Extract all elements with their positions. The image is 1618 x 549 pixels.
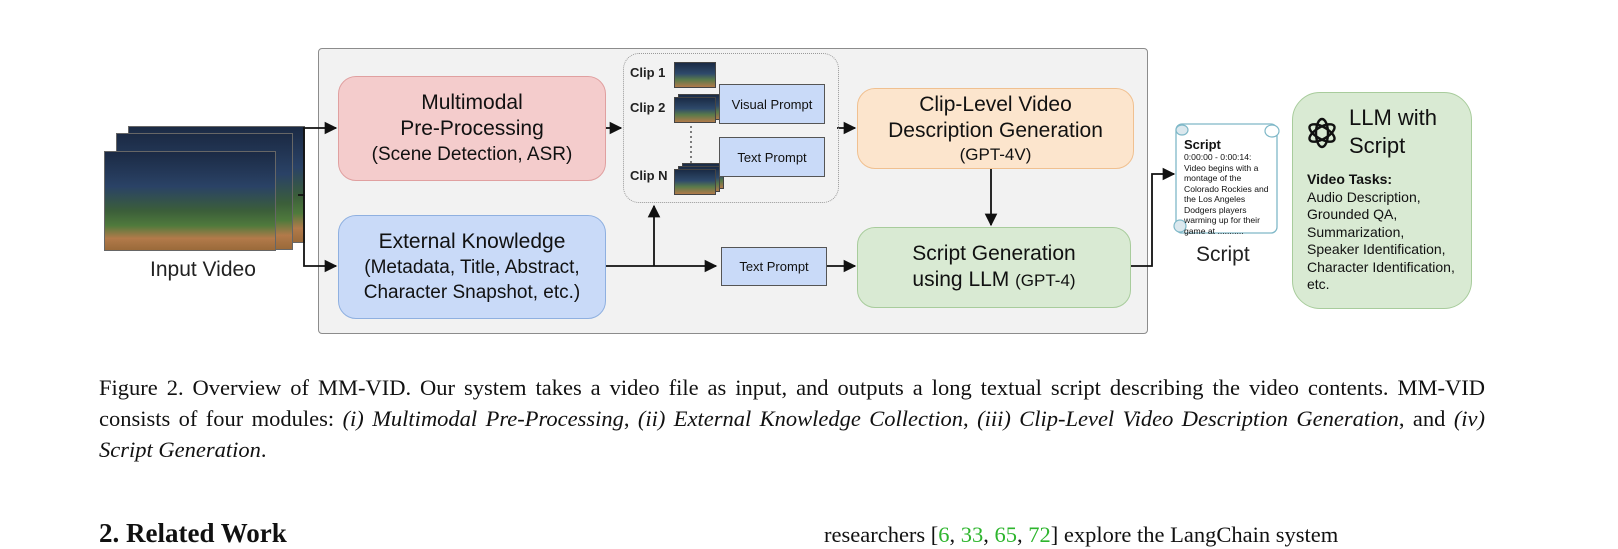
right-column-text: researchers [6, 33, 65, 72] explore the …: [824, 522, 1339, 547]
caption-smallcaps-1: ID: [381, 375, 406, 400]
caption-smallcaps-2: ID: [1461, 375, 1485, 400]
citation-link[interactable]: 72: [1028, 522, 1051, 547]
task-item: Character Identification,: [1307, 258, 1455, 275]
external-knowledge-box: External Knowledge (Metadata, Title, Abs…: [338, 215, 606, 319]
caption-sep: ,: [623, 406, 638, 431]
script-gen-line1: Script Generation: [912, 242, 1076, 265]
script-gen-line2-main: using LLM: [912, 268, 1010, 291]
task-item: Summarization,: [1307, 223, 1405, 240]
input-video-stack: [104, 126, 305, 251]
figure-caption: Figure 2. Overview of MM-VID. Our system…: [99, 372, 1485, 465]
script-doc-body: 0:00:00 - 0:00:14: Video begins with a m…: [1184, 152, 1269, 236]
task-item: Grounded QA,: [1307, 206, 1398, 222]
caption-module-4: (iv) Script Generation: [99, 406, 1486, 462]
external-line3: Character Snapshot, etc.): [363, 282, 581, 303]
clip-2-thumbnail: [674, 97, 716, 123]
connector-arrows: [298, 121, 1176, 273]
input-video-label: Input Video: [150, 258, 256, 281]
caption-module-1: (i) Multimodal Pre-Processing: [342, 406, 624, 431]
clip-level-line2: Description Generation: [888, 118, 1103, 142]
caption-text-1: . Our system takes a video file as input…: [405, 375, 1462, 400]
caption-text-2: consists of four modules:: [99, 406, 343, 431]
multimodal-line1: Multimodal: [421, 91, 523, 114]
right-text-prefix: researchers [: [824, 522, 939, 547]
external-line2: (Metadata, Title, Abstract,: [364, 257, 580, 278]
text-prompt-box-upper: Text Prompt: [719, 137, 825, 177]
scroll-icon: [1173, 123, 1280, 234]
clip-region: [623, 53, 839, 203]
caption-sep: , and: [1398, 406, 1454, 431]
video-tasks-heading: Video Tasks:: [1307, 171, 1393, 187]
multimodal-line2: Pre-Processing: [400, 117, 544, 140]
clip-level-description-box: Clip-Level Video Description Generation …: [857, 88, 1134, 169]
external-line1: External Knowledge: [378, 230, 566, 253]
script-generation-box: Script Generation using LLM (GPT-4): [857, 227, 1131, 308]
script-doc-heading: Script: [1184, 137, 1221, 152]
task-item: Audio Description,: [1307, 188, 1421, 205]
multimodal-line3: (Scene Detection, ASR): [371, 144, 573, 165]
task-item: etc.: [1307, 276, 1330, 292]
clip-n-label: Clip N: [630, 168, 668, 183]
script-gen-line2-small: (GPT-4): [1015, 271, 1076, 290]
citation-link[interactable]: 65: [994, 522, 1018, 547]
caption-module-3: (iii) Clip-Level Video Description Gener…: [977, 406, 1399, 431]
right-text-suffix: ] explore the LangChain system: [1050, 522, 1339, 547]
section-heading: 2. Related Work: [99, 518, 287, 548]
visual-prompt-box: Visual Prompt: [719, 84, 825, 124]
llm-title-line2: Script: [1349, 133, 1406, 158]
llm-with-script-box: LLM with Script Video Tasks: Audio Descr…: [1292, 92, 1472, 309]
openai-logo-icon: [1308, 117, 1336, 149]
caption-end: .: [260, 437, 267, 462]
video-tasks-list: Video Tasks: Audio Description, Grounded…: [1307, 171, 1455, 294]
multimodal-preprocessing-box: Multimodal Pre-Processing (Scene Detecti…: [338, 76, 606, 181]
citation-link[interactable]: 6: [938, 522, 950, 547]
text-prompt-box-lower: Text Prompt: [721, 247, 827, 286]
llm-title: LLM with Script: [1349, 104, 1437, 160]
llm-title-line1: LLM with: [1349, 105, 1438, 130]
citation-link[interactable]: 33: [960, 522, 984, 547]
script-gen-line2: using LLM (GPT-4): [912, 267, 1075, 294]
video-frame-front: [104, 151, 276, 251]
clip-2-label: Clip 2: [630, 100, 666, 115]
clip-1-thumbnail: [674, 62, 716, 88]
caption-prefix: Figure 2. Overview of MM-V: [99, 375, 382, 400]
caption-module-2: (ii) External Knowledge Collection: [637, 406, 964, 431]
clip-level-line1: Clip-Level Video: [919, 92, 1072, 116]
task-item: Speaker Identification,: [1307, 241, 1446, 257]
script-label: Script: [1196, 243, 1250, 266]
clip-level-line3: (GPT-4V): [959, 144, 1032, 164]
clip-1-label: Clip 1: [630, 65, 666, 80]
clip-n-thumbnail: [674, 169, 716, 195]
caption-sep: ,: [963, 406, 978, 431]
